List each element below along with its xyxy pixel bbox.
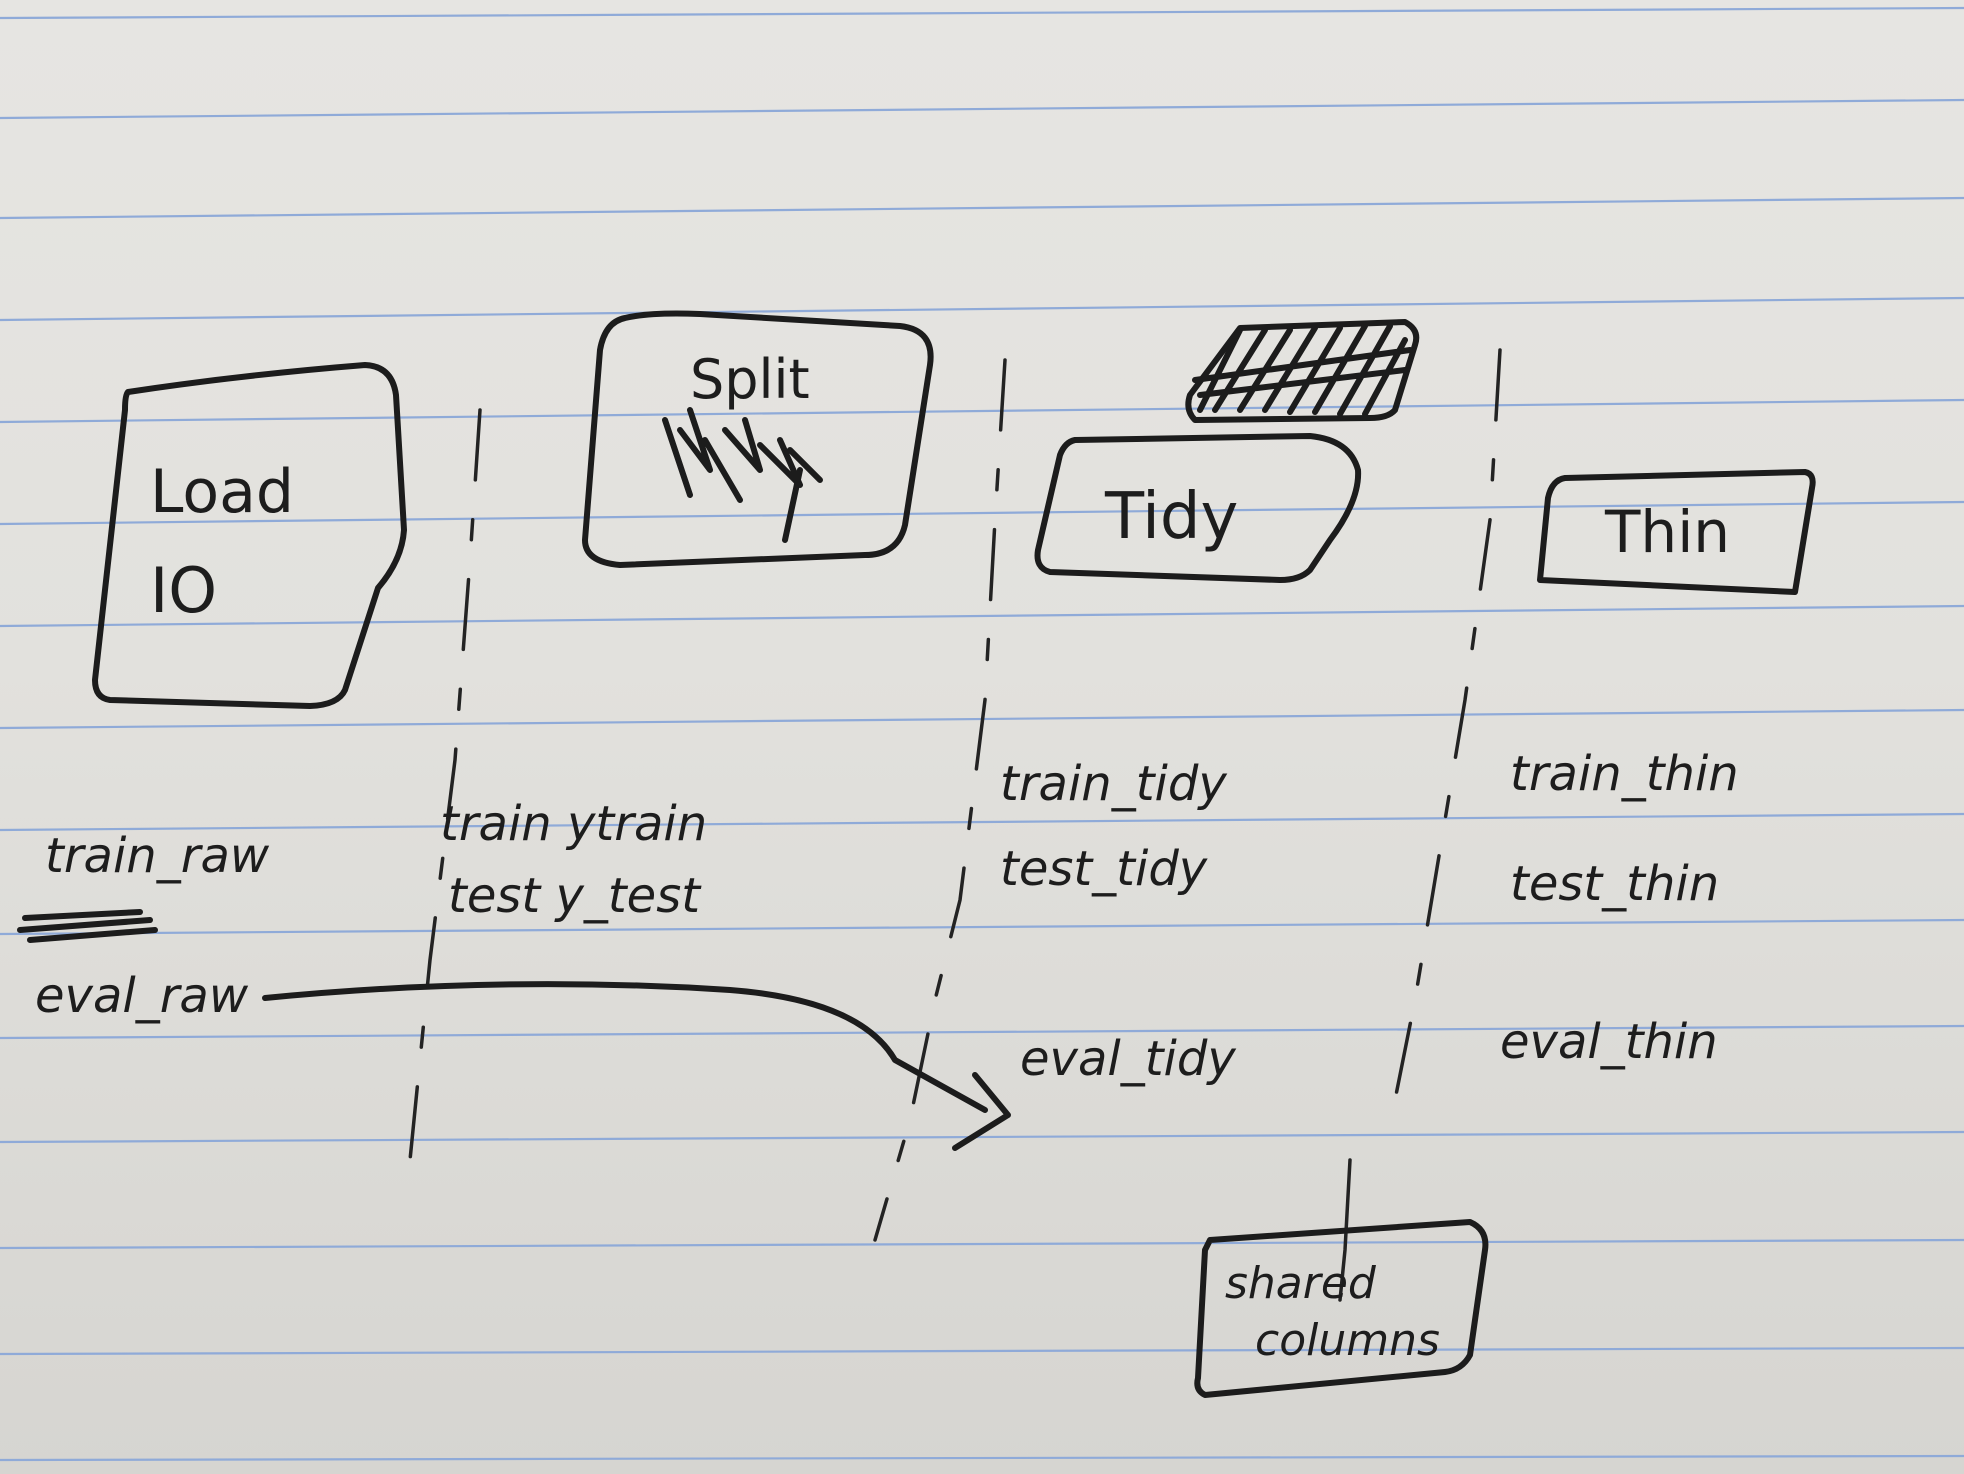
output-train-thin: train_thin xyxy=(1510,746,1739,802)
output-eval-raw: eval_raw xyxy=(35,968,249,1024)
eval-arrow xyxy=(262,981,1011,1151)
scribble-icon xyxy=(662,407,823,543)
output-eval-tidy: eval_tidy xyxy=(1020,1031,1236,1087)
struck-word-icon xyxy=(17,909,158,943)
io-stage-label: IO xyxy=(150,554,217,627)
split-outputs: train ytrain test y_test xyxy=(440,796,707,924)
load-stage-box: Load IO xyxy=(92,362,407,709)
scribbled-header xyxy=(1185,319,1420,423)
column-dividers xyxy=(408,348,1502,1242)
output-train-tidy: train_tidy xyxy=(1000,756,1227,812)
output-test-ytest: test y_test xyxy=(448,868,702,924)
output-test-thin: test_thin xyxy=(1510,856,1719,912)
ruled-lines xyxy=(0,6,1964,1462)
thin-outputs: train_thin test_thin eval_thin xyxy=(1500,746,1739,1070)
load-outputs: train_raw eval_raw xyxy=(17,828,270,1024)
split-stage-label: Split xyxy=(690,348,810,411)
load-stage-label: Load xyxy=(150,457,294,527)
tidy-stage-box: Tidy xyxy=(1034,433,1362,583)
output-test-tidy: test_tidy xyxy=(1000,841,1208,897)
output-train-raw: train_raw xyxy=(45,828,270,884)
shared-columns-line2: columns xyxy=(1255,1315,1440,1366)
tidy-outputs: train_tidy test_tidy eval_tidy xyxy=(1000,756,1236,1087)
split-stage-box: Split xyxy=(582,310,934,568)
shared-connector xyxy=(1338,1158,1352,1302)
shared-columns-line1: shared xyxy=(1225,1258,1377,1309)
thin-stage-label: Thin xyxy=(1604,498,1730,566)
output-train-ytrain: train ytrain xyxy=(440,796,707,852)
shared-columns-box: shared columns xyxy=(1194,1219,1489,1398)
tidy-stage-label: Tidy xyxy=(1104,480,1238,554)
thin-stage-box: Thin xyxy=(1537,469,1816,595)
output-eval-thin: eval_thin xyxy=(1500,1014,1718,1070)
